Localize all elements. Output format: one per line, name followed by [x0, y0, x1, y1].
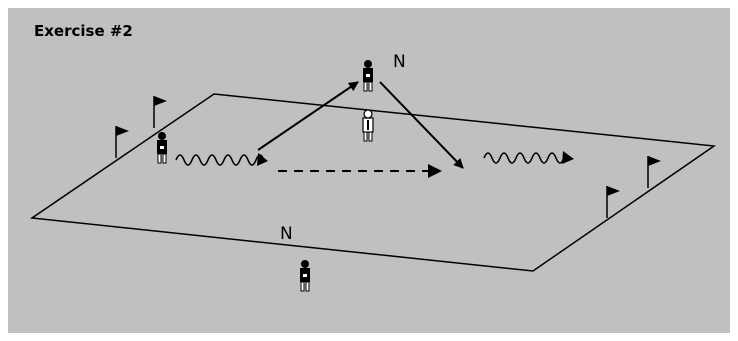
- corner-flag-icon: [153, 95, 168, 129]
- neutral-player-bottom-icon: [299, 259, 311, 292]
- defender-player-icon: [362, 109, 374, 142]
- dribble-arrowhead: [562, 151, 574, 164]
- pass-to-neutral-arrow: [257, 81, 359, 151]
- dribble-arrowhead: [257, 153, 268, 166]
- dribble-path-right: [483, 152, 565, 164]
- dribble-path-left: [175, 154, 265, 166]
- exercise-title: Exercise #2: [34, 22, 133, 40]
- corner-flag-icon: [606, 185, 621, 219]
- run-arrowhead: [428, 164, 442, 178]
- pass-from-neutral-arrow: [379, 81, 464, 169]
- neutral-player-top-icon: [362, 59, 374, 92]
- neutral-label-top: N: [393, 52, 406, 72]
- attacker-player-icon: [156, 131, 168, 164]
- neutral-label-bottom: N: [280, 224, 293, 244]
- field-outline: [29, 93, 717, 272]
